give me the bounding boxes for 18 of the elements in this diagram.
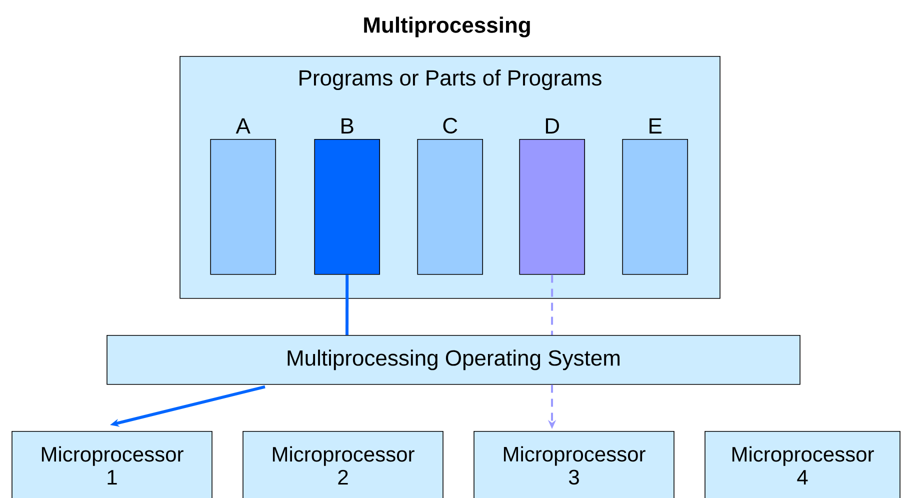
os-box: Multiprocessing Operating System xyxy=(106,335,800,385)
node-label: A xyxy=(236,118,250,134)
node-label: C xyxy=(443,118,458,134)
program-bar: A xyxy=(210,118,276,275)
program-bar: D xyxy=(519,118,585,275)
program-bar: E xyxy=(622,118,688,275)
title: Multiprocessing xyxy=(364,16,530,38)
connector-line xyxy=(551,274,554,335)
node-label: B xyxy=(342,118,354,134)
node-label: D xyxy=(546,118,559,134)
connector-line xyxy=(346,274,349,335)
processor-box: Microprocessor 1 xyxy=(12,431,212,498)
processor-box: Microprocessor 2 xyxy=(242,431,444,498)
processor-box: Microprocessor 3 xyxy=(474,431,674,498)
node-label: E xyxy=(650,118,662,134)
program-bar: C xyxy=(417,118,483,275)
program-bar: B xyxy=(314,118,380,275)
processor-box: Microprocessor 4 xyxy=(704,431,900,498)
